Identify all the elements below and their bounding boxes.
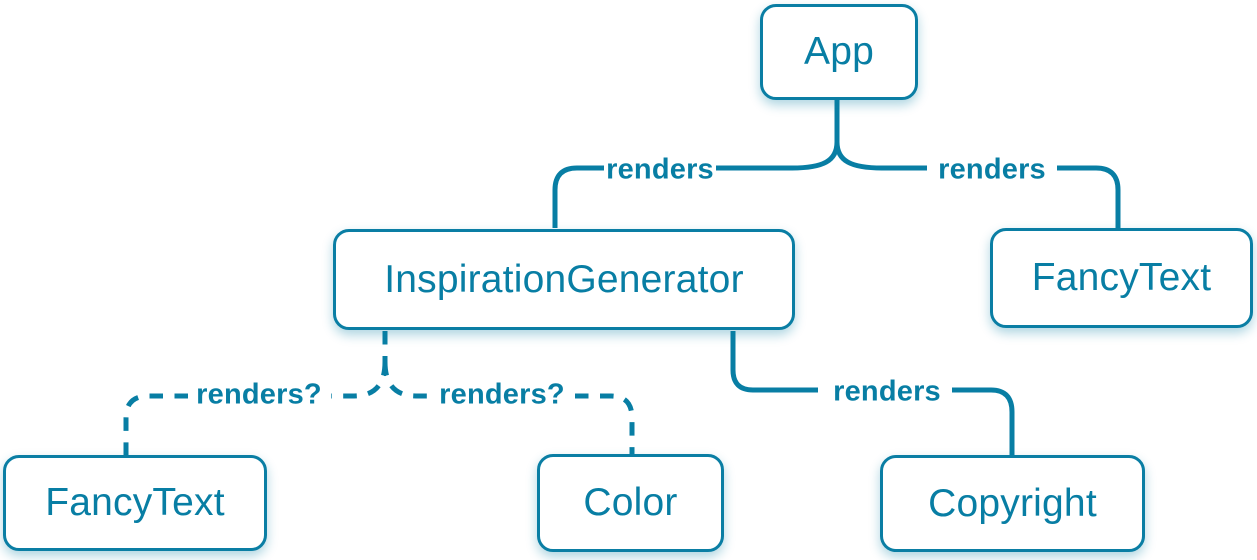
edge-app-fancytext-line-right <box>834 141 927 171</box>
edge-inspiration-color-corner <box>575 393 635 454</box>
node-inspiration-generator: InspirationGenerator <box>333 229 795 330</box>
edge-inspiration-copyright-line-2 <box>952 387 1015 455</box>
edge-app-inspiration-line-left <box>716 100 840 171</box>
edge-label-renders-inspiration-fancytext: renders? <box>196 378 322 411</box>
edge-app-inspiration-line-corner <box>552 165 604 228</box>
node-fancy-text-bottom: FancyText <box>3 455 267 551</box>
edge-app-fancytext-line-corner <box>1057 165 1121 228</box>
node-copyright: Copyright <box>880 455 1145 552</box>
edge-inspiration-color-fork <box>382 361 428 399</box>
edge-label-renders-app-fancytext: renders <box>938 153 1046 186</box>
node-app: App <box>760 4 918 100</box>
node-color: Color <box>537 454 724 552</box>
edge-inspiration-fancytext-corner <box>123 393 188 455</box>
edge-label-renders-inspiration-color: renders? <box>439 378 565 411</box>
edge-label-renders-app-inspiration: renders <box>606 153 714 186</box>
edge-inspiration-copyright-line-1 <box>730 331 818 393</box>
edge-label-renders-inspiration-copyright: renders <box>833 375 941 408</box>
node-fancy-text-top: FancyText <box>990 228 1253 328</box>
edge-inspiration-fancytext-fork <box>331 361 388 399</box>
